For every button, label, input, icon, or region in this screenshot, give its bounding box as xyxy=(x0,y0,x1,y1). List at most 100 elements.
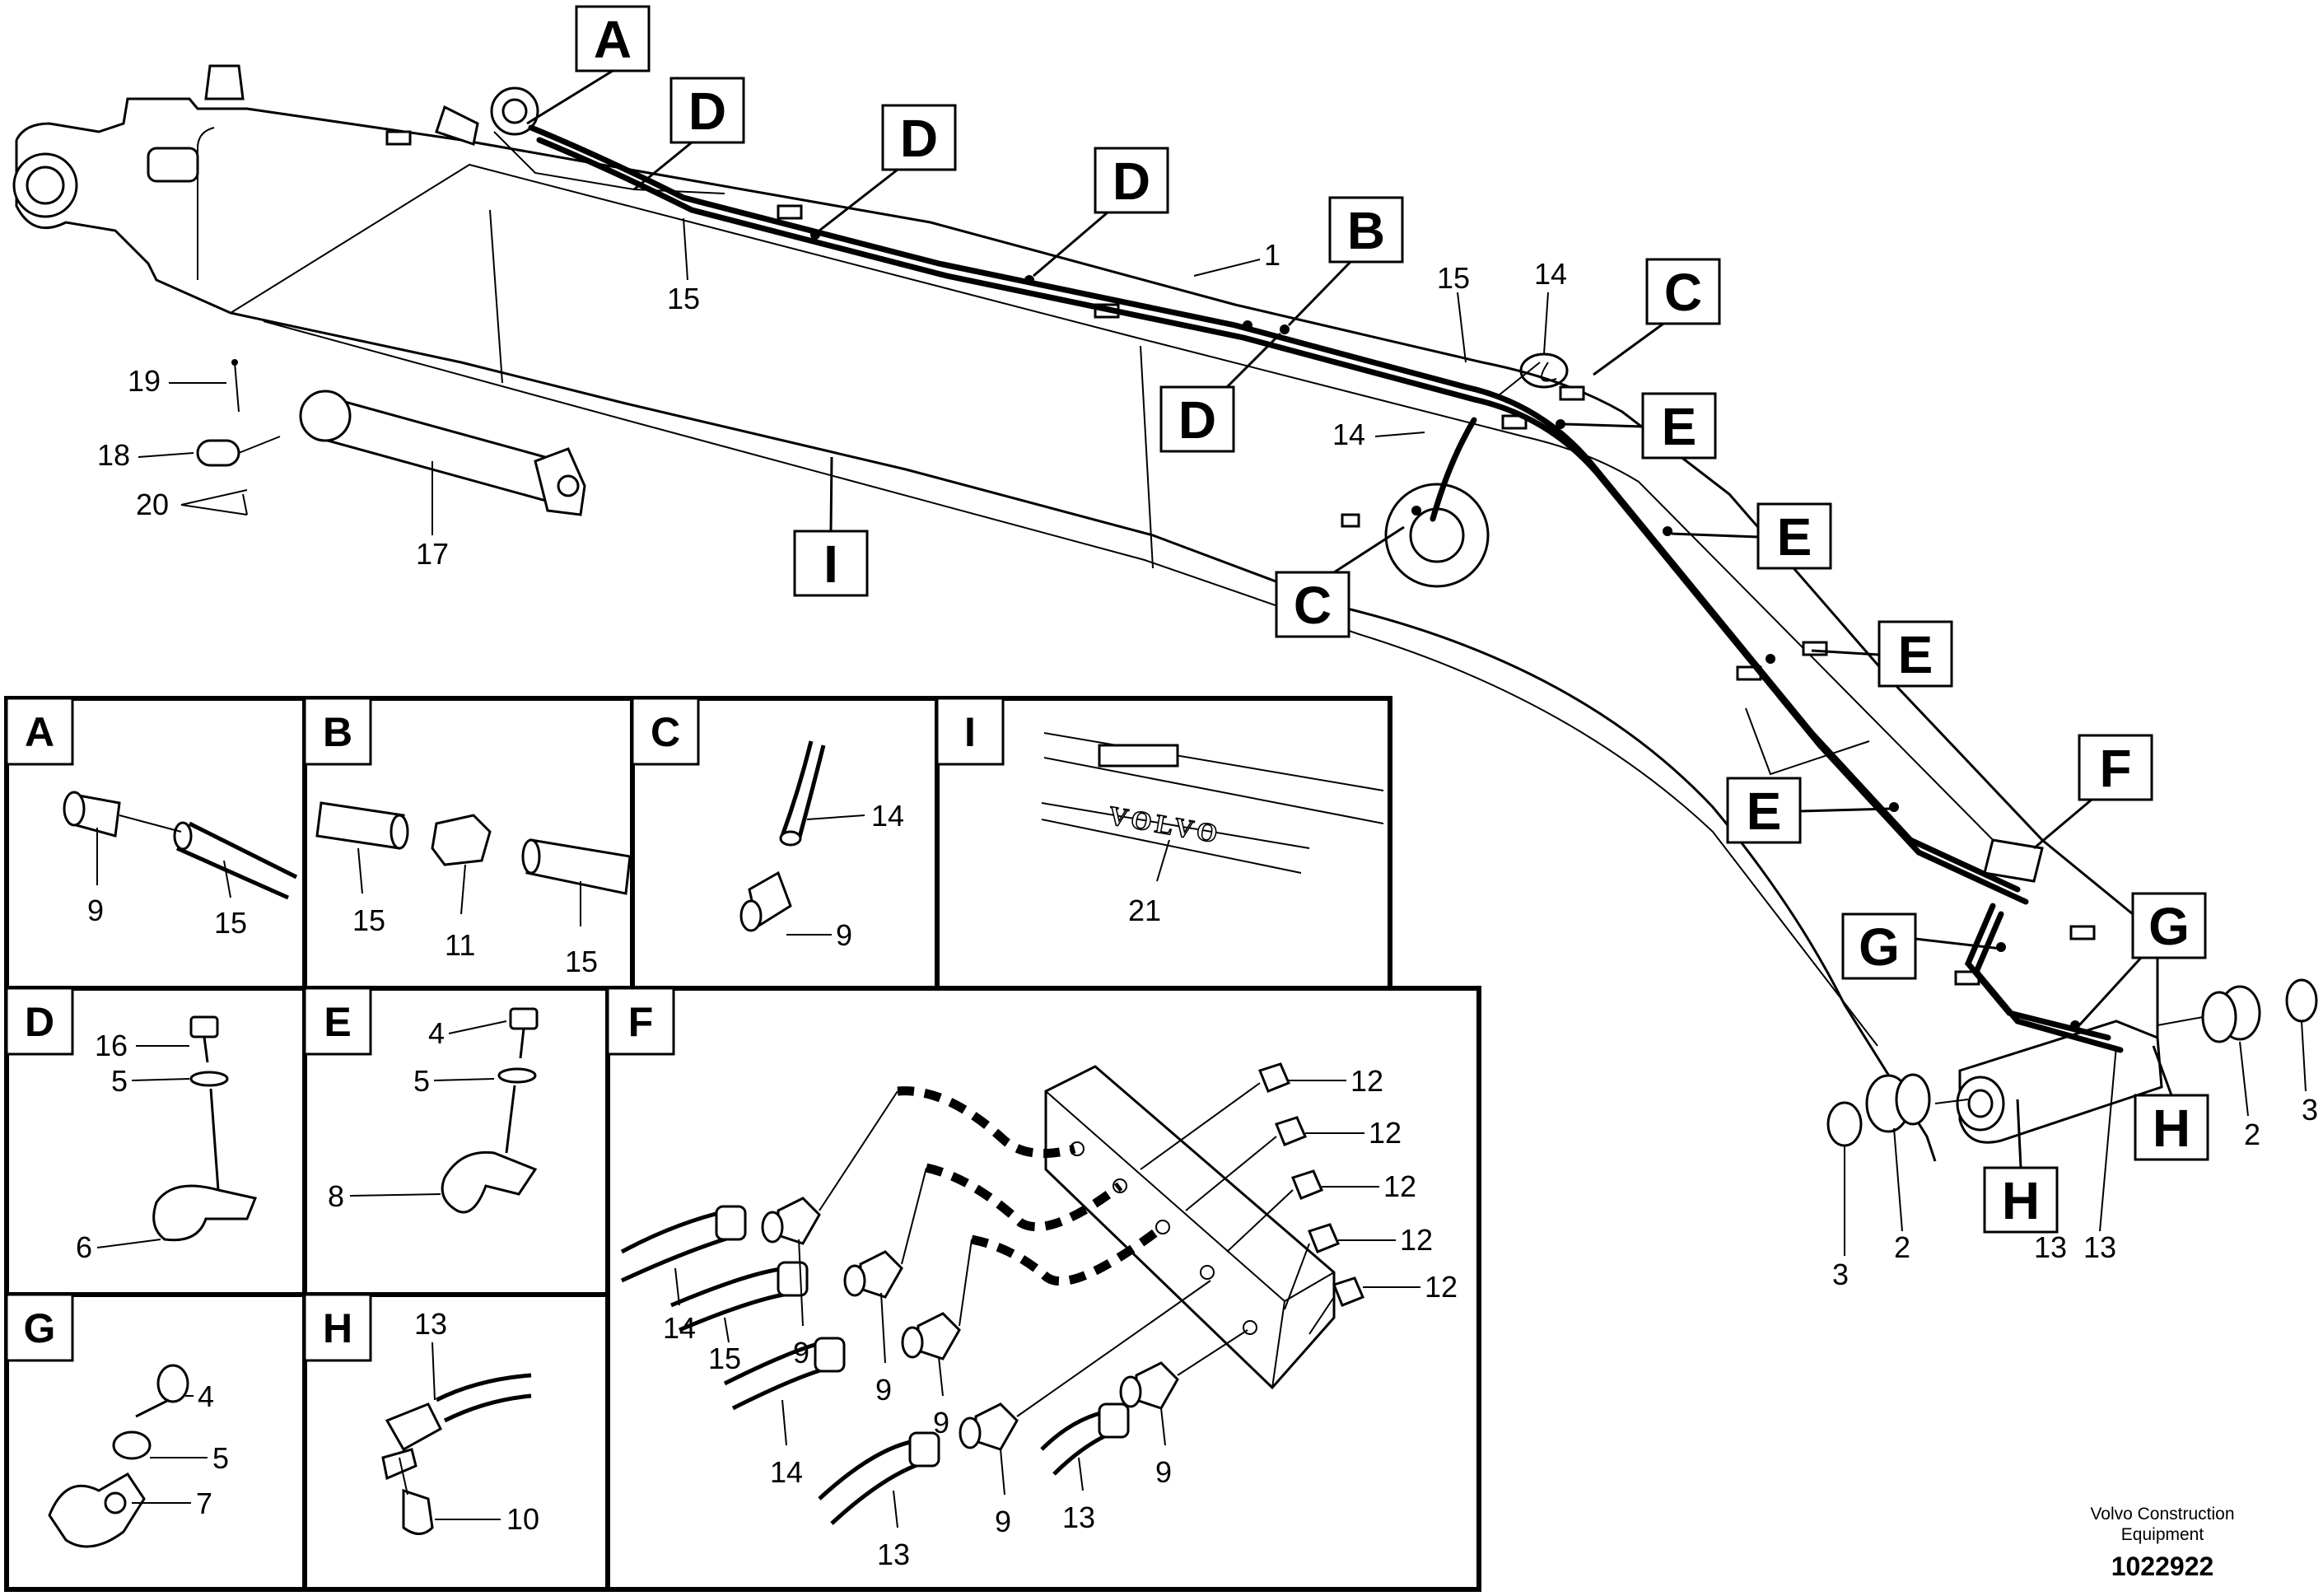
svg-text:E: E xyxy=(1898,625,1934,684)
callout-F: F xyxy=(2033,734,2153,850)
svg-text:I: I xyxy=(823,534,838,594)
footer: Volvo Construction Equipment 1022922 xyxy=(2090,1505,2234,1581)
svg-text:D: D xyxy=(1178,390,1216,450)
svg-text:15: 15 xyxy=(667,282,700,315)
detail-panel-G: G 4 5 7 xyxy=(4,1292,307,1592)
svg-text:19: 19 xyxy=(128,364,161,398)
svg-text:12: 12 xyxy=(1383,1169,1416,1203)
svg-text:C: C xyxy=(1664,263,1702,322)
svg-text:14: 14 xyxy=(770,1455,803,1489)
svg-text:5: 5 xyxy=(413,1064,430,1098)
svg-text:4: 4 xyxy=(428,1016,445,1050)
detail-panel-D: D 16 5 6 xyxy=(4,986,307,1297)
svg-text:2: 2 xyxy=(1894,1230,1910,1264)
callout-E: E xyxy=(1564,392,1717,460)
detail-panel-C: C 14 9 xyxy=(630,696,940,991)
svg-text:5: 5 xyxy=(111,1064,128,1098)
svg-text:Equipment: Equipment xyxy=(2121,1525,2204,1544)
svg-text:3: 3 xyxy=(1832,1258,1849,1291)
svg-text:B: B xyxy=(323,709,352,755)
detail-panel-A: A 9 15 xyxy=(4,696,307,991)
boom-assembly xyxy=(12,64,2163,1162)
callout-G: G xyxy=(2078,892,2207,1027)
hose-routing xyxy=(528,124,2124,1053)
svg-text:15: 15 xyxy=(1437,261,1470,295)
svg-text:15: 15 xyxy=(565,945,598,978)
svg-text:9: 9 xyxy=(793,1336,809,1370)
svg-text:6: 6 xyxy=(76,1230,92,1264)
svg-text:C: C xyxy=(1294,576,1332,635)
callout-I: I xyxy=(793,456,869,597)
svg-text:D: D xyxy=(25,999,54,1045)
detail-panel-I: I VOLVO 21 xyxy=(935,696,1392,991)
callout-C: C xyxy=(1593,258,1721,376)
svg-text:E: E xyxy=(1777,507,1812,567)
svg-text:F: F xyxy=(2099,739,2131,798)
svg-text:11: 11 xyxy=(445,928,475,962)
svg-text:1: 1 xyxy=(1264,238,1280,272)
svg-text:14: 14 xyxy=(663,1311,696,1345)
svg-text:4: 4 xyxy=(198,1379,214,1413)
callout-A: A xyxy=(526,5,651,125)
svg-text:H: H xyxy=(2153,1099,2190,1158)
svg-text:10: 10 xyxy=(506,1502,539,1536)
svg-text:2: 2 xyxy=(2244,1118,2260,1151)
svg-text:15: 15 xyxy=(352,903,385,937)
svg-text:13: 13 xyxy=(877,1538,910,1571)
callout-H: H xyxy=(2134,1045,2209,1161)
svg-text:9: 9 xyxy=(995,1505,1011,1538)
svg-text:12: 12 xyxy=(1369,1116,1402,1150)
svg-text:H: H xyxy=(323,1305,352,1351)
svg-text:8: 8 xyxy=(328,1179,344,1213)
svg-text:H: H xyxy=(2002,1171,2040,1230)
svg-text:I: I xyxy=(964,709,976,755)
callout-C: C xyxy=(1275,525,1405,638)
boom-cylinder-assembly xyxy=(196,359,586,516)
svg-text:17: 17 xyxy=(416,537,449,571)
svg-text:G: G xyxy=(2148,897,2190,956)
svg-text:D: D xyxy=(1113,152,1150,211)
callout-E: E xyxy=(1811,620,1953,688)
callout-G: G xyxy=(1841,912,2002,980)
pivot-bushings xyxy=(1826,978,2318,1147)
callout-H: H xyxy=(1983,1099,2059,1234)
callout-D: D xyxy=(819,104,957,232)
svg-text:E: E xyxy=(1662,397,1697,456)
svg-text:12: 12 xyxy=(1350,1064,1383,1098)
svg-text:D: D xyxy=(688,82,726,141)
plugs xyxy=(1140,1062,1364,1335)
svg-text:D: D xyxy=(900,109,938,168)
svg-text:9: 9 xyxy=(1155,1455,1172,1489)
svg-text:12: 12 xyxy=(1425,1270,1458,1304)
callout-D: D xyxy=(633,77,745,191)
svg-text:G: G xyxy=(24,1305,56,1351)
svg-text:14: 14 xyxy=(1534,257,1567,291)
svg-text:A: A xyxy=(594,10,632,69)
svg-text:13: 13 xyxy=(2083,1230,2116,1264)
svg-text:F: F xyxy=(628,999,654,1045)
svg-text:18: 18 xyxy=(97,438,130,472)
svg-text:9: 9 xyxy=(87,894,104,927)
svg-text:A: A xyxy=(25,709,54,755)
svg-text:20: 20 xyxy=(136,488,169,521)
detail-panel-E: E 4 5 8 xyxy=(302,986,610,1297)
svg-text:16: 16 xyxy=(95,1029,128,1062)
svg-text:5: 5 xyxy=(212,1441,229,1475)
svg-text:13: 13 xyxy=(414,1307,447,1341)
svg-text:C: C xyxy=(651,709,680,755)
detail-panel-B: B 15 11 15 xyxy=(302,696,635,991)
svg-text:9: 9 xyxy=(933,1406,949,1440)
callout-B: B xyxy=(1287,196,1404,327)
svg-text:9: 9 xyxy=(836,918,852,952)
callout-E: E xyxy=(1726,777,1891,844)
svg-text:B: B xyxy=(1347,201,1385,260)
svg-text:14: 14 xyxy=(871,799,904,833)
svg-text:21: 21 xyxy=(1128,894,1161,927)
svg-text:15: 15 xyxy=(708,1342,741,1375)
svg-text:E: E xyxy=(324,999,351,1045)
svg-text:14: 14 xyxy=(1332,418,1365,451)
svg-text:7: 7 xyxy=(196,1486,212,1520)
svg-text:3: 3 xyxy=(2302,1093,2318,1127)
main-part-labels: 1 15 15 14 14 19 18 20 17 13 13 2 3 2 3 xyxy=(97,217,2318,1291)
